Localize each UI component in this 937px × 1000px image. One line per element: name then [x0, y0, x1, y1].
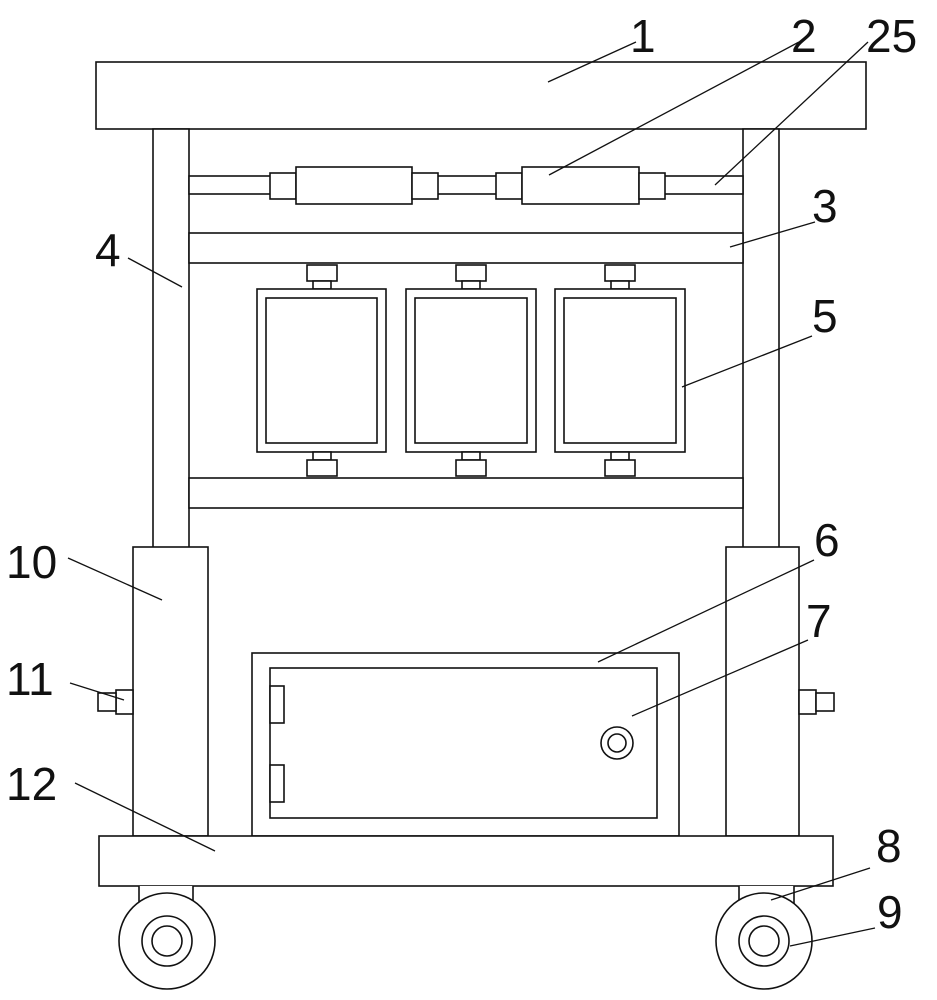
callout-11: 11: [6, 653, 54, 705]
right-post: [742, 128, 780, 550]
right-housing: [725, 546, 800, 837]
callout-3: 3: [812, 180, 838, 232]
panel-inner: [563, 297, 677, 444]
sleeve-cap: [638, 172, 666, 200]
panel-inner: [414, 297, 528, 444]
callout-8: 8: [876, 820, 902, 872]
callout-10: 10: [6, 536, 57, 588]
hanger-pin: [461, 451, 481, 461]
left-knob-base: [115, 689, 134, 715]
lower-crossbar: [188, 477, 744, 509]
leader-7: [631, 639, 809, 717]
rod-sleeve: [295, 166, 413, 205]
right-knob-base: [798, 689, 817, 715]
callout-9: 9: [877, 886, 903, 938]
left-housing: [132, 546, 209, 837]
callout-4: 4: [95, 224, 121, 276]
leader-2: [548, 41, 800, 176]
leader-9: [789, 927, 876, 947]
cabinet-door: [269, 667, 658, 819]
sleeve-cap: [495, 172, 523, 200]
hanger-pin: [610, 451, 630, 461]
hanger-clip: [306, 459, 338, 477]
leader-4: [127, 257, 183, 288]
hanger-pin: [312, 451, 332, 461]
panel-inner: [265, 297, 378, 444]
sleeve-cap: [269, 172, 297, 200]
hinge: [269, 764, 285, 803]
hanger-pin: [610, 280, 630, 290]
hanger-clip: [455, 459, 487, 477]
right-knob: [815, 692, 835, 712]
callout-1: 1: [630, 10, 656, 62]
leader-1: [547, 41, 637, 83]
hinge: [269, 685, 285, 724]
top-plate: [95, 61, 867, 130]
callout-6: 6: [814, 514, 840, 566]
rod-sleeve: [521, 166, 640, 205]
hanger-pin: [461, 280, 481, 290]
hanger-clip: [306, 264, 338, 282]
right-wheel-axle: [748, 925, 780, 957]
callout-7: 7: [806, 595, 832, 647]
left-knob: [97, 692, 117, 712]
leader-10: [67, 557, 163, 601]
callout-12: 12: [6, 758, 57, 810]
callout-5: 5: [812, 290, 838, 342]
callout-2: 2: [791, 10, 817, 62]
callout-25: 25: [866, 10, 917, 62]
leader-8: [770, 867, 871, 901]
left-wheel-axle: [151, 925, 183, 957]
leader-12: [74, 782, 216, 852]
hanger-clip: [455, 264, 487, 282]
hanger-pin: [312, 280, 332, 290]
leader-3: [729, 221, 816, 248]
left-post: [152, 128, 190, 550]
leader-6: [597, 559, 815, 663]
base-plate: [98, 835, 834, 887]
upper-crossbar: [188, 232, 744, 264]
hanger-clip: [604, 459, 636, 477]
sleeve-cap: [411, 172, 439, 200]
leader-5: [681, 335, 813, 388]
leader-11: [69, 682, 125, 701]
lock-core: [607, 733, 627, 753]
leader-25: [714, 41, 869, 186]
hanger-clip: [604, 264, 636, 282]
